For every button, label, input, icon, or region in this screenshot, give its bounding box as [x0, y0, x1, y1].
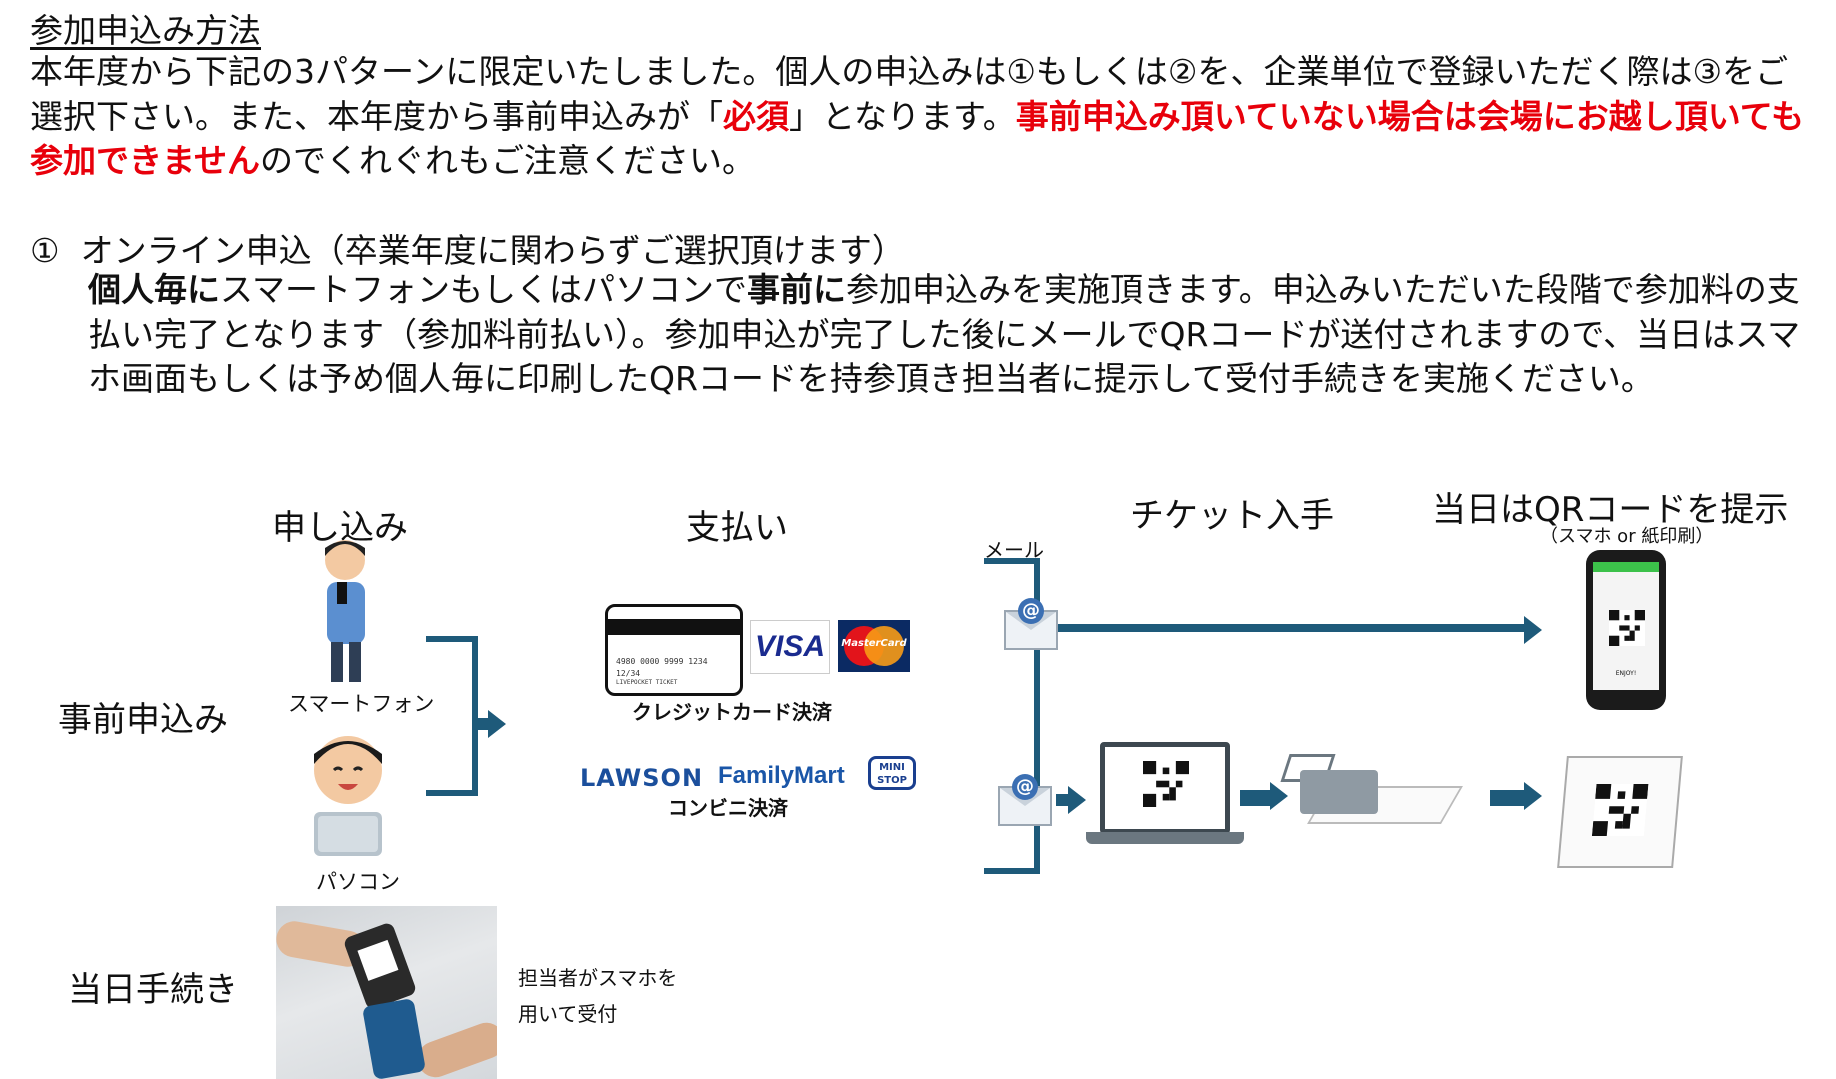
option1-number: ①: [30, 231, 60, 270]
mail-envelope-icon-bottom: @: [998, 774, 1052, 826]
mail-bracket-bottom: [984, 868, 1040, 874]
printer-icon: [1300, 770, 1378, 814]
apply-bracket-top: [426, 636, 478, 642]
option1-text-2: 参加申込みを実施頂きます。申込みいただいた段階で参加料の支払い完了となります（参…: [88, 270, 1801, 398]
card-expiry: 12/34: [616, 669, 641, 678]
smartphone-label: スマートフォン: [288, 692, 435, 716]
laptop-qr-code-icon: [1143, 761, 1189, 807]
at-icon-bottom: @: [1012, 774, 1038, 800]
familymart-logo: FamilyMart: [718, 762, 845, 789]
smartphone-user-illustration: [325, 540, 365, 682]
reception-photo: [276, 906, 497, 1079]
row-day-label: 当日手続き: [68, 970, 238, 1010]
apply-bracket-bottom: [426, 790, 478, 796]
credit-card-illustration: 4980 0000 9999 1234 12/34 LIVEPOCKET TIC…: [605, 604, 743, 696]
card-brand-text: LIVEPOCKET TICKET: [616, 679, 678, 686]
staff-note-line-1: 担当者がスマホを: [518, 966, 678, 990]
laptop-with-qr-illustration: [1100, 742, 1230, 834]
phone-brand-text: ENJOY!: [1615, 670, 1637, 677]
mastercard-logo: MasterCard: [838, 620, 910, 672]
mail-to-laptop-arrow: [1056, 786, 1086, 814]
option1-title: ① オンライン申込（卒業年度に関わらずご選択頂けます）: [30, 224, 905, 272]
intro-warning-red: 事前申込み頂いていない場合は会場にお越し頂いても参加できません: [30, 96, 1805, 181]
col-show-sublabel: （スマホ or 紙印刷）: [1540, 526, 1714, 547]
mail-envelope-icon-top: @: [1004, 598, 1058, 650]
option1-bold-2: 事前に: [747, 270, 847, 309]
intro-text-5: のでくれぐれもご注意ください。: [260, 141, 756, 180]
section-heading: 参加申込み方法: [30, 11, 261, 50]
ministop-logo: MINI STOP: [868, 756, 916, 790]
phone-qr-code-icon: [1609, 610, 1645, 646]
mastercard-text: MasterCard: [841, 638, 907, 649]
credit-payment-label: クレジットカード決済: [632, 700, 832, 724]
staff-note-line-2: 用いて受付: [518, 1002, 618, 1026]
intro-required-red: 必須: [723, 96, 789, 136]
visa-logo: VISA: [750, 620, 830, 674]
option1-text-1: スマートフォンもしくはパソコンで: [220, 270, 748, 309]
printed-qr-sheet: [1557, 756, 1683, 868]
intro-text-1: 本年度から下記の3パターンに限定いたしました。個人の申込みは①もしくは②を、企業…: [30, 52, 1789, 136]
intro-text-3: 」となります。: [789, 96, 1016, 136]
col-ticket-label: チケット入手: [1130, 496, 1334, 536]
pc-label: パソコン: [316, 870, 400, 894]
pc-user-illustration: [314, 736, 382, 856]
laptop-base: [1086, 832, 1244, 844]
apply-to-pay-arrow: [478, 710, 506, 738]
printer-to-paper-arrow: [1490, 782, 1542, 810]
laptop-to-printer-arrow: [1240, 782, 1288, 810]
option1-body: 個人毎にスマートフォンもしくはパソコンで事前に参加申込みを実施頂きます。申込みい…: [88, 268, 1808, 402]
col-show-label: 当日はQRコードを提示: [1432, 490, 1789, 530]
option1-bold-1: 個人毎に: [88, 270, 220, 309]
phone-with-qr-illustration: ENJOY!: [1586, 550, 1666, 710]
mail-bracket-vertical: [1034, 558, 1040, 874]
convenience-payment-label: コンビニ決済: [668, 796, 788, 820]
mail-to-phone-arrow: [1058, 616, 1542, 644]
card-number: 4980 0000 9999 1234: [616, 657, 708, 666]
apply-bracket-vertical: [472, 636, 478, 796]
col-pay-label: 支払い: [686, 508, 788, 548]
sheet-qr-code-icon: [1591, 784, 1649, 836]
option1-title-text: オンライン申込（卒業年度に関わらずご選択頂けます）: [80, 231, 905, 270]
mail-bracket-top: [984, 558, 1040, 564]
at-icon-top: @: [1018, 598, 1044, 624]
intro-paragraph: 本年度から下記の3パターンに限定いたしました。個人の申込みは①もしくは②を、企業…: [30, 50, 1820, 184]
row-pre-label: 事前申込み: [58, 700, 228, 740]
lawson-logo: LAWSON: [580, 764, 704, 792]
